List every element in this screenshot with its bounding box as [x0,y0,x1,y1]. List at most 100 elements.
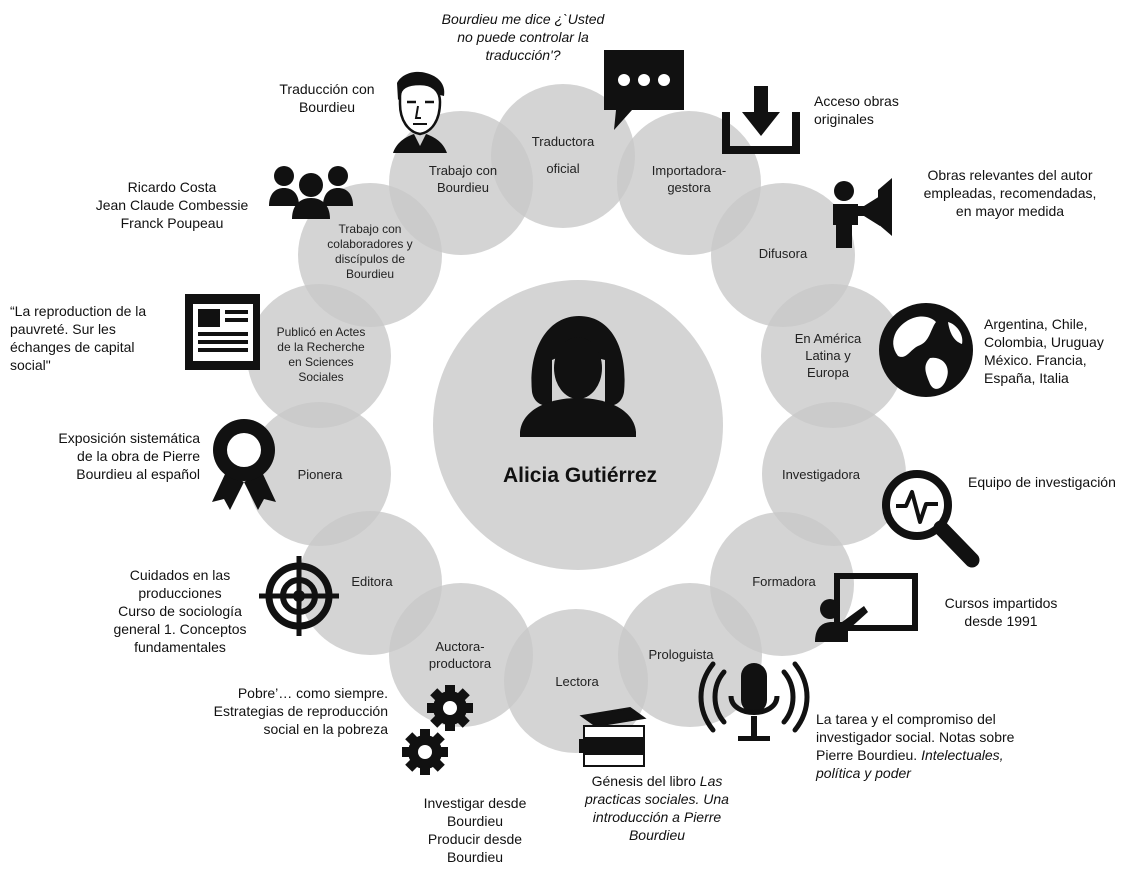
label-line: gestora [667,180,711,195]
annotation-cursos: Cursos impartidos desde 1991 [926,594,1076,630]
ann-fragment: Las [699,773,723,789]
ann-line: Bourdieu me dice ¿`Usted [441,11,605,27]
woman-avatar-icon [520,316,636,437]
label-line: Investigadora [781,467,861,482]
ann-line: Curso de sociología [118,603,242,619]
label-line: Prologuista [648,647,714,662]
ann-line: Pierre Bourdieu. Intelectuales, [816,746,1036,764]
magnifier-pulse-icon [882,470,980,568]
globe-icon [879,303,973,397]
role-circle-pionera [247,402,391,546]
label-line: Traductora [531,134,595,149]
ann-line: de la obra de Pierre [77,448,200,464]
bourdieu-portrait-icon [393,71,447,153]
gears-icon [402,685,473,775]
label-line: Editora [351,574,393,589]
ann-line: Cuidados en las [129,567,231,583]
ann-line: Pobre’… como siempre. [237,685,388,701]
ann-fragment: Génesis del libro [591,773,700,789]
ann-line: México. Francia, [984,352,1087,368]
ann-line: Traducción con [279,81,375,97]
ann-line: Colombia, Uruguay [984,334,1104,350]
download-icon [722,86,800,154]
ann-line: social en la pobreza [263,721,388,737]
label-line: colaboradores y [327,237,413,251]
center-name: Alicia Gutiérrez [502,464,658,487]
role-label-america: En América Latina y Europa [778,330,878,381]
role-label-lectora: Lectora [527,673,627,690]
ann-line: practicas sociales. Una [585,791,729,807]
annotation-quote: Bourdieu me dice ¿`Usted no puede contro… [418,10,628,64]
ann-line: fundamentales [134,639,226,655]
target-icon [259,556,339,636]
ann-line: “La reproduction de la [10,303,147,319]
teacher-board-icon [815,573,918,642]
ann-line: desde 1991 [964,613,1038,629]
microphone-icon [698,661,810,741]
ann-line: Argentina, Chile, [984,316,1088,332]
ann-line: producciones [138,585,222,601]
label-line: Formadora [752,574,816,589]
annotation-cuidados: Cuidados en las producciones Curso de so… [100,566,260,656]
annotation-investigar: Investigar desde Bourdieu Producir desde… [410,794,540,866]
ann-line: Estrategias de reproducción [213,703,388,719]
label-line: Pionera [297,467,343,482]
label-line: Bourdieu [345,267,395,281]
role-label-investigadora: Investigadora [766,466,876,483]
role-label-publico: Publicó en Actes de la Recherche en Scie… [266,325,376,385]
label-line: en Sciences [288,355,354,369]
annotation-tarea: La tarea y el compromiso del investigado… [816,710,1036,782]
group-people-icon [269,166,353,219]
ann-line: La tarea y el compromiso del [816,711,996,727]
label-line: Importadora- [651,163,727,178]
label-line: Sociales [298,370,344,384]
ann-line: traducción'? [485,47,561,63]
annotation-equipo: Equipo de investigación [968,473,1128,491]
label-line: oficial [546,161,580,176]
label-line: En América [794,331,862,346]
label-line: Difusora [758,246,808,261]
ann-line: Exposición sistemática [58,430,200,446]
ann-line: Investigar desde [423,795,527,811]
ann-line: Génesis del libro Las [562,772,752,790]
label-line: Publicó en Actes [276,325,366,339]
ann-line: Bourdieu [628,827,686,843]
role-label-colaboradores: Trabajo con colaboradores y discípulos d… [309,222,431,282]
label-line: Lectora [555,674,599,689]
label-line: de la Recherche [277,340,365,354]
ann-line: Producir desde [427,831,523,847]
annotation-exposicion: Exposición sistemática de la obra de Pie… [20,429,200,483]
ann-line: Cursos impartidos [944,595,1058,611]
books-icon [579,706,647,767]
ann-line: Obras relevantes del autor [927,167,1093,183]
role-label-auctora: Auctora- productora [410,638,510,672]
ann-line: échanges de capital [10,339,135,355]
ann-line: social" [10,357,51,373]
ann-line: Equipo de investigación [968,474,1116,490]
label-line: Europa [807,365,849,380]
annotation-obras: Obras relevantes del autor empleadas, re… [900,166,1120,220]
ann-line: Acceso obras [814,93,899,109]
role-label-formadora: Formadora [734,573,834,590]
annotation-traduccion: Traducción con Bourdieu [262,80,392,116]
ann-line: introducción a Pierre [592,809,722,825]
annotation-pobre: Pobre’… como siempre. Estrategias de rep… [178,684,388,738]
role-label-editora: Editora [337,573,407,590]
ann-line: Jean Claude Combessie [95,197,249,213]
ann-fragment: Intelectuales, [921,747,1004,763]
ann-line: no puede controlar la [457,29,589,45]
ann-line: originales [814,111,874,127]
role-label-importadora: Importadora- gestora [633,162,745,196]
label-line: Auctora- [435,639,485,654]
role-label-prologuista: Prologuista [631,646,731,663]
role-label-trabajo: Trabajo con Bourdieu [408,162,518,196]
role-label-pionera: Pionera [285,466,355,483]
label-line: Trabajo con [338,222,402,236]
ann-fragment: Pierre Bourdieu. [816,747,918,763]
ann-line: general 1. Conceptos [113,621,247,637]
ann-line: Franck Poupeau [120,215,224,231]
annotation-colaboradores: Ricardo Costa Jean Claude Combessie Fran… [82,178,262,232]
ann-line: pauvreté. Sur les [10,321,116,337]
ann-line: Bourdieu al español [76,466,200,482]
